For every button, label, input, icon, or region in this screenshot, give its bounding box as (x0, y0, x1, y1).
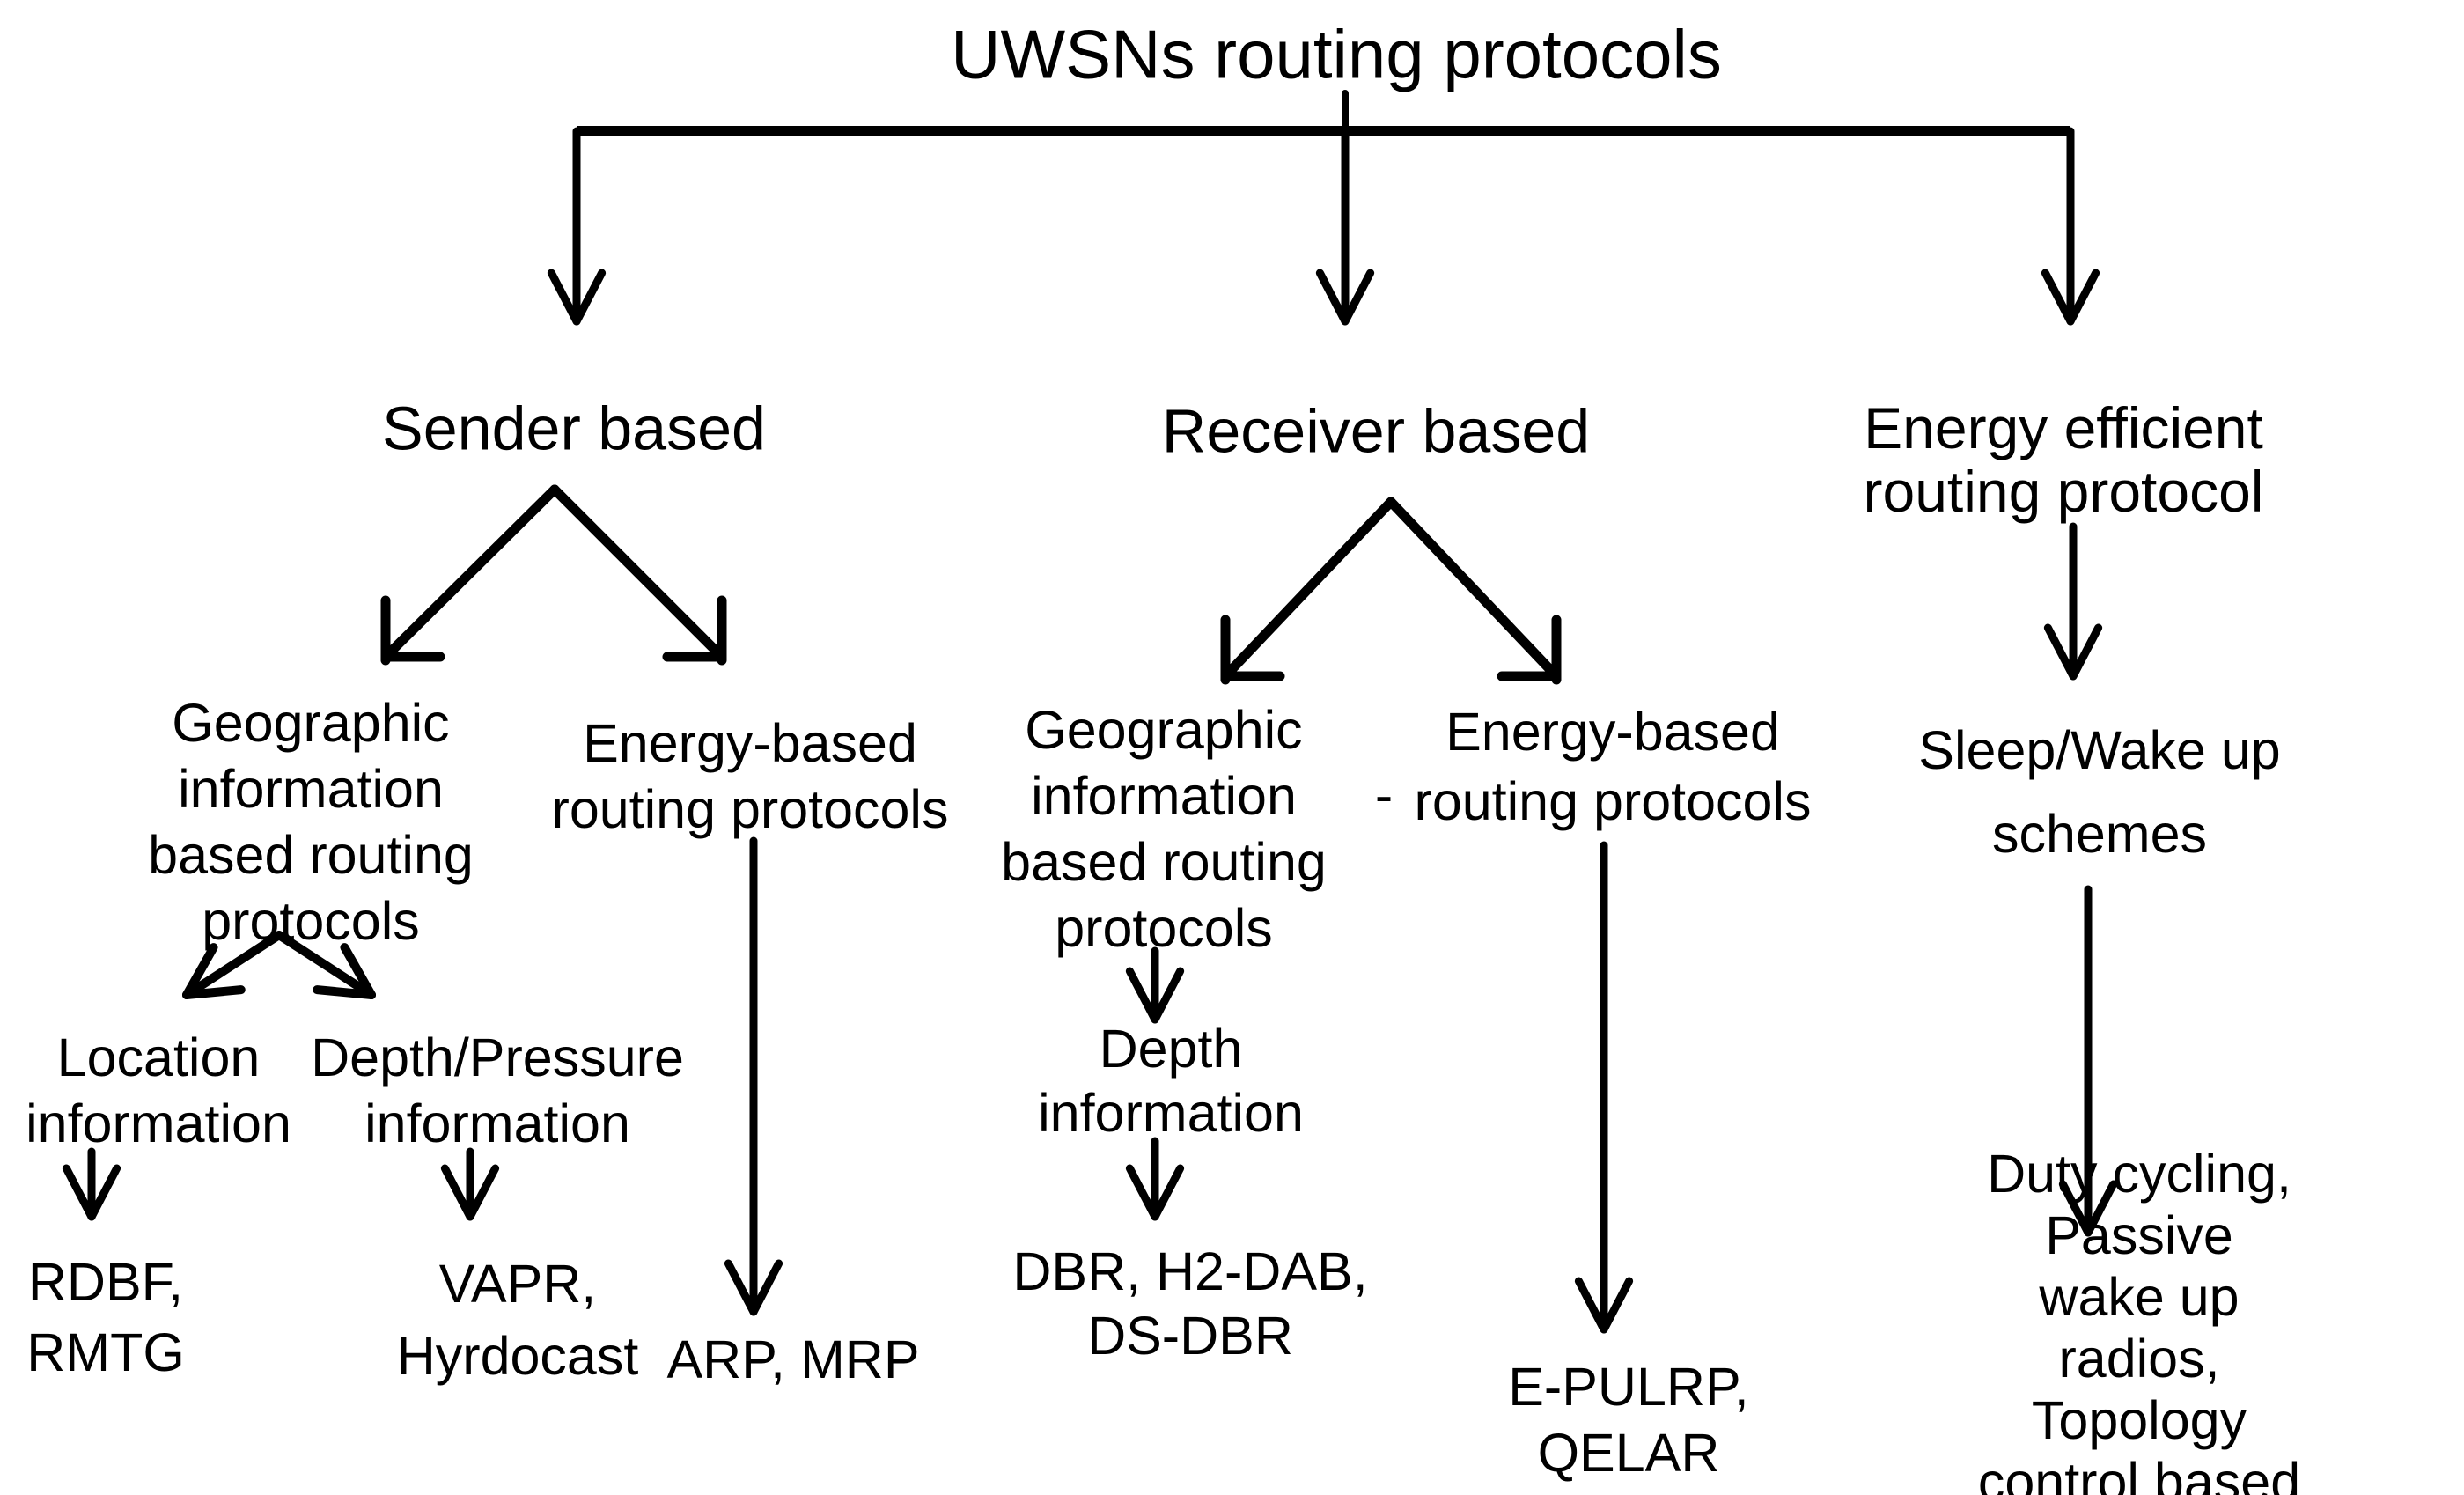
arrow-receiver-energy-to-epulrp (1574, 841, 1634, 1334)
node-energy-efficient-routing: Energy efficient routing protocol (1863, 395, 2264, 524)
arrow-sleep-to-duty (2058, 885, 2118, 1237)
arrow-depth-info-to-dbr (1125, 1137, 1185, 1221)
arrow-to-receiver-based (1315, 127, 1375, 326)
leaf-rdbf-rmtg: RDBF, RMTG (26, 1252, 185, 1382)
node-sender-geographic-info: Geographic information based routing pro… (148, 693, 474, 951)
receiver-split-left-arrow (1220, 497, 1396, 685)
geo-split-right-arrow (275, 931, 376, 999)
sender-split-right-arrow (549, 484, 727, 666)
arrow-to-energy-efficient (2041, 127, 2100, 326)
node-receiver-energy-based: Energy-based routing protocols (1414, 702, 1812, 831)
arrow-location-to-rdbf (62, 1147, 121, 1221)
node-receiver-geographic-info: Geographic information based routing pro… (1001, 700, 1327, 958)
leaf-epulrp-qelar: E-PULRP, QELAR (1508, 1357, 1749, 1483)
node-sleep-wake-schemes: Sleep/Wake up schemes (1918, 720, 2281, 864)
sender-split-left-arrow (380, 484, 560, 666)
leaf-dbr-h2dab-dsdbr: DBR, H2-DAB, DS-DBR (1012, 1241, 1368, 1366)
receiver-energy-stray-dash: - (1374, 764, 1394, 825)
receiver-split-right-arrow (1386, 497, 1562, 685)
node-depth-information: Depth information (1038, 1019, 1304, 1143)
node-sender-energy-based: Energy-based routing protocols (551, 713, 949, 839)
arrow-sender-energy-to-arp (724, 836, 783, 1316)
node-sender-based: Sender based (382, 394, 766, 463)
arrow-receiver-geo-to-depth (1125, 946, 1185, 1024)
arrow-depth-pressure-to-vapr (440, 1147, 500, 1221)
arrow-to-sender-based (547, 127, 607, 326)
arrow-energy-eff-to-sleep (2043, 522, 2103, 681)
leaf-duty-cycling-schemes: Duty cycling, Passive wake up radios, To… (1977, 1144, 2301, 1495)
leaf-arp-mrp: ARP, MRP (666, 1329, 920, 1389)
node-receiver-based: Receiver based (1161, 396, 1591, 466)
node-depth-pressure-information: Depth/Pressure information (311, 1027, 684, 1153)
leaf-vapr-hyrdocast: VAPR, Hyrdocast (396, 1254, 639, 1386)
diagram-title: UWSNs routing protocols (951, 15, 1722, 93)
geo-split-left-arrow (182, 931, 283, 999)
node-location-information: Location information (26, 1027, 291, 1153)
